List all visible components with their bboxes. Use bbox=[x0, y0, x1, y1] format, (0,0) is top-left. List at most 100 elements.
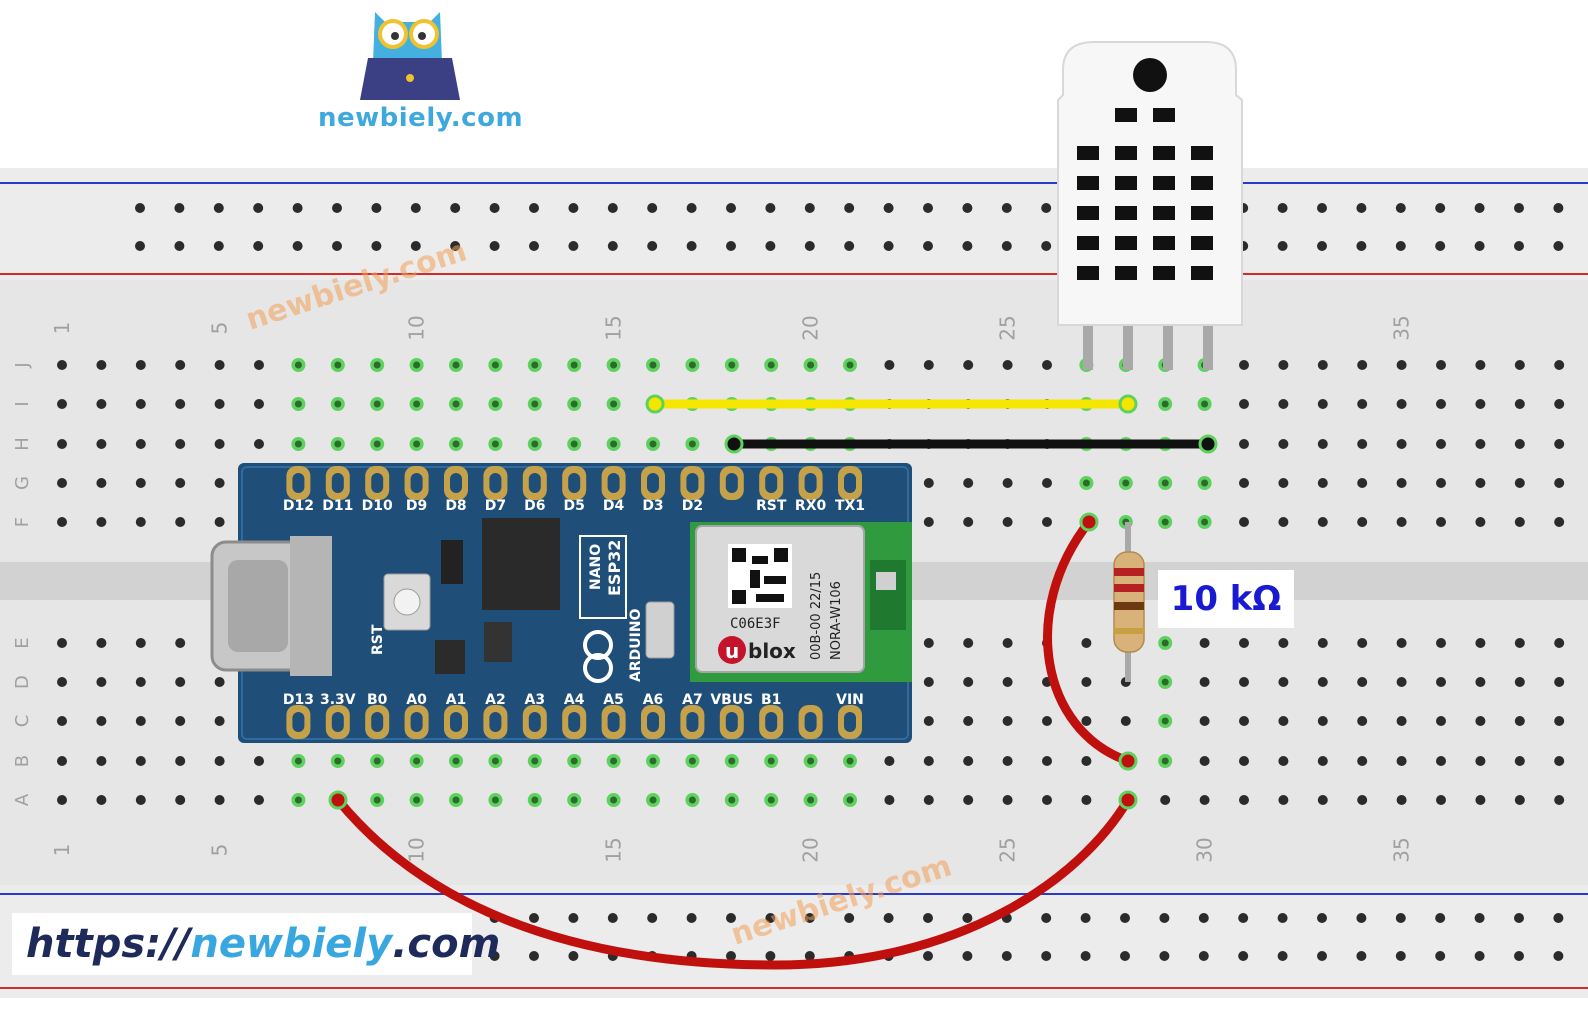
rail-hole bbox=[1553, 203, 1564, 213]
pin-label: A4 bbox=[564, 692, 585, 708]
breadboard-hole bbox=[1396, 478, 1407, 488]
pin-label: A3 bbox=[525, 692, 546, 708]
breadboard-hole-center bbox=[846, 361, 854, 369]
vent-slot bbox=[1153, 266, 1175, 280]
breadboard-hole bbox=[963, 716, 974, 726]
breadboard-hole-center bbox=[373, 400, 381, 408]
rail-hole bbox=[883, 241, 894, 251]
rail-hole bbox=[1395, 913, 1406, 923]
breadboard-hole bbox=[1554, 677, 1565, 687]
breadboard-hole bbox=[1436, 638, 1446, 648]
breadboard-hole bbox=[884, 756, 895, 766]
rail-hole bbox=[1395, 241, 1406, 251]
pin-hole bbox=[647, 712, 659, 732]
url-suffix: .com bbox=[392, 921, 501, 967]
breadboard-hole bbox=[1396, 756, 1407, 766]
pin-hole bbox=[765, 473, 778, 493]
breadboard-hole bbox=[1278, 517, 1289, 527]
dht22-sensor bbox=[1057, 41, 1243, 370]
rail-hole bbox=[686, 241, 697, 251]
breadboard-hole bbox=[214, 478, 225, 488]
breadboard-hole bbox=[175, 677, 186, 687]
breadboard-hole bbox=[923, 638, 934, 648]
breadboard-hole bbox=[923, 677, 934, 687]
sensor-vent-grid bbox=[1077, 108, 1213, 280]
breadboard-hole bbox=[175, 795, 186, 805]
breadboard-hole bbox=[1120, 716, 1131, 726]
breadboard-hole bbox=[1317, 478, 1328, 488]
vent-slot bbox=[1191, 206, 1213, 220]
rail-hole bbox=[489, 951, 500, 961]
breadboard-hole-center bbox=[688, 361, 696, 369]
breadboard-hole bbox=[1081, 756, 1092, 766]
rail-hole bbox=[1553, 241, 1564, 251]
pin-hole bbox=[371, 712, 384, 732]
breadboard-hole-center bbox=[688, 440, 696, 448]
rail-hole bbox=[292, 241, 303, 251]
ublox-logo-icon bbox=[718, 636, 746, 664]
rail-hole bbox=[804, 203, 815, 213]
website-url[interactable]: https://newbiely.com bbox=[12, 913, 500, 975]
breadboard-hole-center bbox=[846, 757, 854, 765]
breadboard-hole bbox=[135, 716, 146, 726]
breadboard-hole bbox=[1002, 360, 1013, 370]
pin-label: D7 bbox=[485, 498, 506, 514]
rail-hole bbox=[568, 951, 579, 961]
breadboard-hole bbox=[214, 439, 225, 449]
breadboard-hole bbox=[1199, 716, 1210, 726]
breadboard-hole bbox=[1278, 638, 1289, 648]
breadboard-hole bbox=[1357, 478, 1368, 488]
breadboard-hole bbox=[1396, 795, 1407, 805]
breadboard-hole bbox=[1396, 360, 1407, 370]
sensor-legs bbox=[1083, 322, 1213, 370]
breadboard-hole bbox=[1278, 439, 1289, 449]
rail-hole bbox=[135, 203, 145, 213]
maker-label: ARDUINO bbox=[628, 608, 644, 682]
breadboard-hole-center bbox=[1161, 639, 1169, 647]
vent-slot bbox=[1191, 176, 1213, 190]
rail-hole bbox=[1395, 951, 1406, 961]
vent-slot bbox=[1153, 176, 1175, 190]
red-power-wire bbox=[333, 795, 1133, 970]
breadboard-hole-center bbox=[649, 757, 657, 765]
crystal bbox=[645, 601, 675, 659]
breadboard-hole-center bbox=[413, 361, 421, 369]
breadboard-hole-center bbox=[1161, 479, 1169, 487]
pin-hole bbox=[804, 712, 817, 732]
column-number: 35 bbox=[1390, 837, 1414, 862]
breadboard-hole bbox=[57, 795, 67, 805]
rail-hole bbox=[1001, 241, 1012, 251]
breadboard-hole bbox=[96, 399, 107, 409]
breadboard-hole bbox=[1199, 756, 1210, 766]
breadboard-hole bbox=[175, 517, 186, 527]
rail-hole bbox=[804, 951, 815, 961]
breadboard-hole-center bbox=[1201, 479, 1209, 487]
pin-hole bbox=[331, 473, 344, 493]
pin-label: A2 bbox=[485, 692, 506, 708]
vent-slot bbox=[1153, 146, 1175, 160]
column-number: 1 bbox=[50, 322, 74, 335]
pin-hole bbox=[489, 473, 502, 493]
rail-hole bbox=[726, 241, 736, 251]
vent-slot bbox=[1077, 206, 1099, 220]
column-number: 15 bbox=[602, 315, 626, 340]
rail-hole bbox=[1041, 951, 1052, 961]
model-label-nano: NANO bbox=[588, 544, 604, 590]
breadboard-hole-center bbox=[491, 400, 499, 408]
row-letter: F bbox=[12, 517, 33, 527]
wire-end bbox=[1079, 512, 1099, 532]
rail-hole bbox=[1356, 951, 1367, 961]
rail-hole bbox=[371, 241, 382, 251]
vent-slot bbox=[1115, 146, 1137, 160]
rail-hole bbox=[1001, 203, 1012, 213]
breadboard-hole bbox=[1002, 756, 1013, 766]
breadboard-hole bbox=[923, 716, 934, 726]
breadboard-hole bbox=[1514, 360, 1525, 370]
breadboard-hole bbox=[135, 638, 146, 648]
breadboard-hole-center bbox=[294, 400, 302, 408]
rail-hole bbox=[726, 203, 736, 213]
pin-hole bbox=[568, 473, 581, 493]
breadboard-hole-center bbox=[570, 440, 578, 448]
breadboard-hole bbox=[1239, 638, 1249, 648]
breadboard-hole bbox=[1554, 716, 1565, 726]
